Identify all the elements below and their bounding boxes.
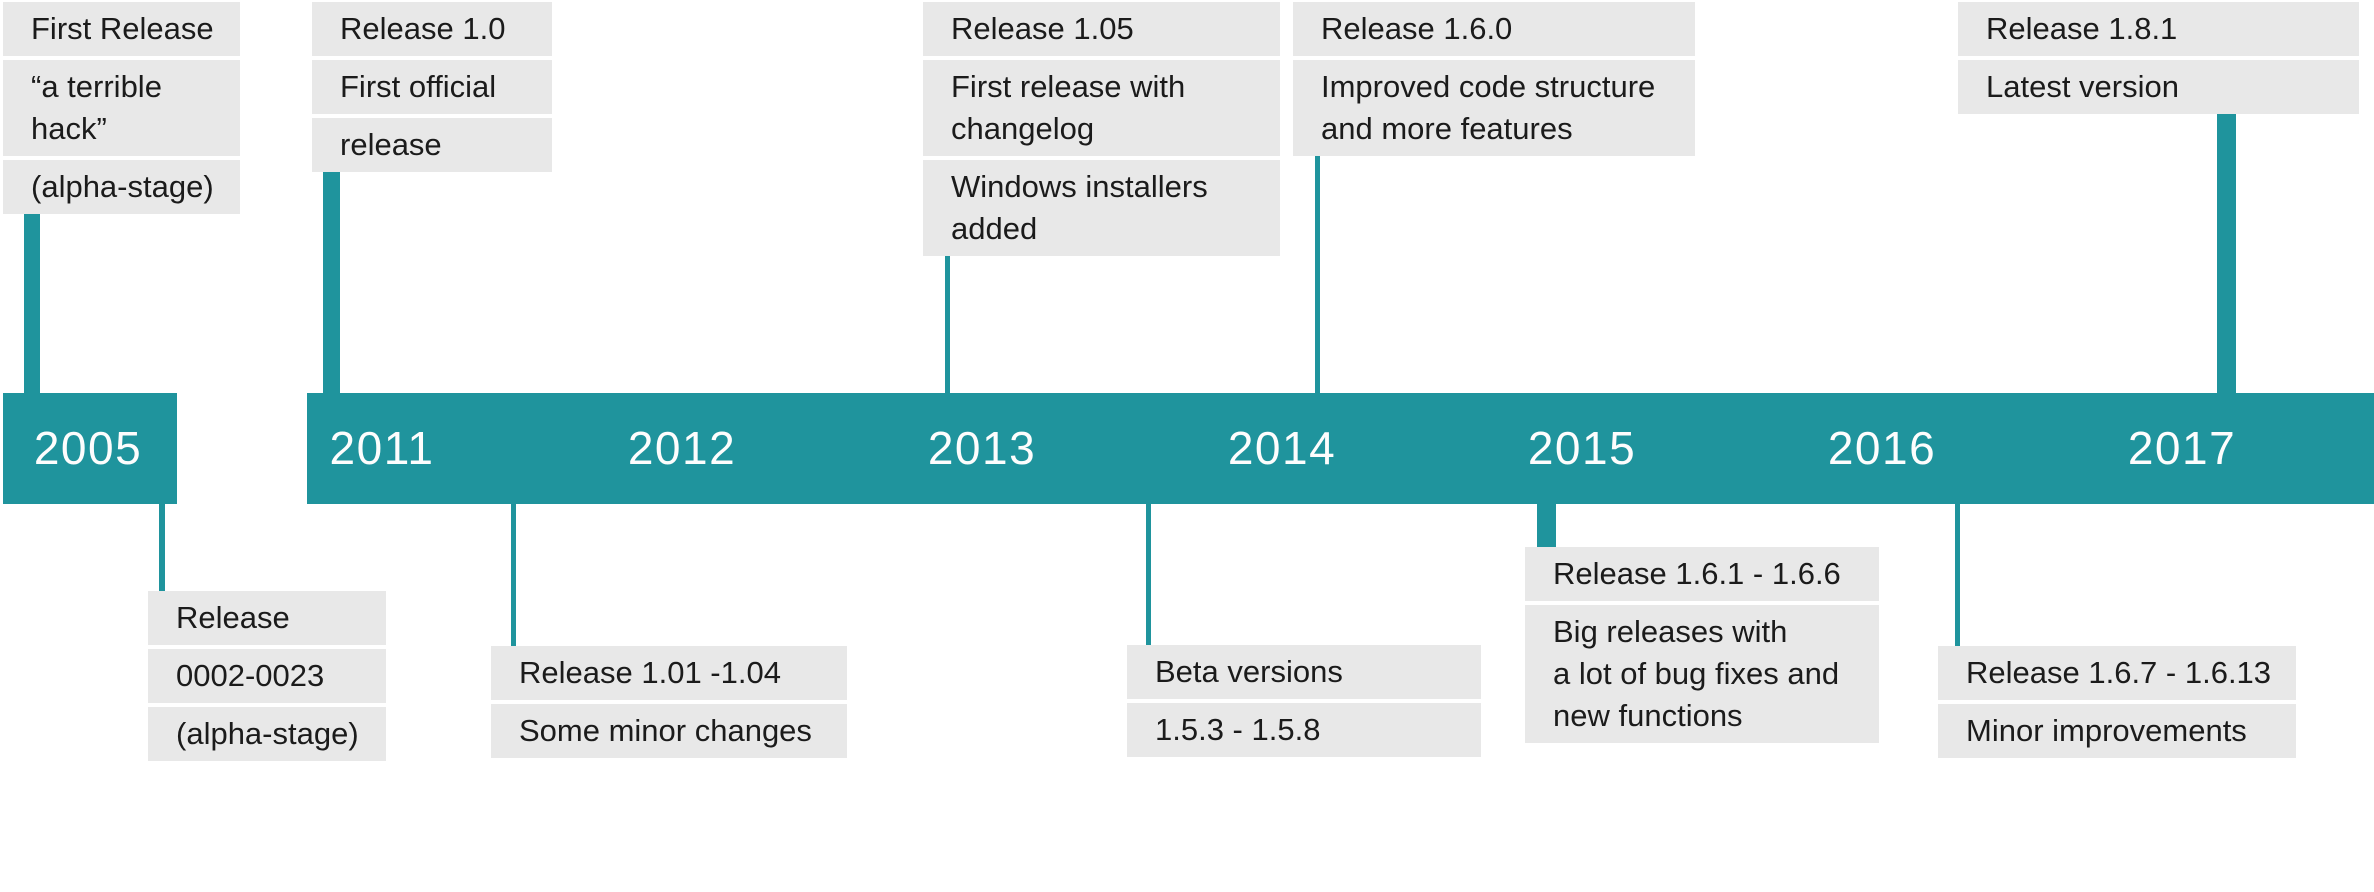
- callout-row: Release 1.6.0: [1293, 2, 1695, 56]
- callout-text: a lot of bug fixes and: [1553, 656, 1840, 691]
- callout-text: Release 1.6.1 - 1.6.6: [1553, 556, 1841, 591]
- callout-row: (alpha-stage): [148, 707, 386, 761]
- callout-text: new functions: [1553, 698, 1743, 733]
- callout-text: Big releases with: [1553, 614, 1788, 649]
- callout-text: Latest version: [1986, 69, 2179, 104]
- callout-above-2013: Release 1.05 First release with changelo…: [923, 2, 1280, 260]
- callout-row: Release 1.01 -1.04: [491, 646, 847, 700]
- callout-text: Release 1.05: [951, 11, 1134, 46]
- callout-above-2011: Release 1.0 First official release: [312, 2, 552, 176]
- year-label-2011: 2011: [329, 422, 435, 474]
- callout-text: changelog: [951, 111, 1095, 146]
- callout-text: Release 1.01 -1.04: [519, 655, 781, 690]
- callout-row: 0002-0023: [148, 649, 386, 703]
- connector-above-2017: [2217, 108, 2236, 393]
- connector-below-2011: [511, 504, 516, 656]
- callout-row: Release 1.0: [312, 2, 552, 56]
- callout-text: First release with: [951, 69, 1186, 104]
- year-label-2015: 2015: [1527, 422, 1637, 474]
- callout-row: Windows installers added: [923, 160, 1280, 256]
- callout-text: 0002-0023: [176, 658, 325, 693]
- callout-text: 1.5.3 - 1.5.8: [1155, 712, 1321, 747]
- callout-row: Release: [148, 591, 386, 645]
- callout-row: Release 1.6.7 - 1.6.13: [1938, 646, 2296, 700]
- year-label-2005: 2005: [33, 422, 143, 474]
- callout-row: Big releases with a lot of bug fixes and…: [1525, 605, 1879, 743]
- callout-above-2014: Release 1.6.0 Improved code structure an…: [1293, 2, 1695, 160]
- year-label-2014: 2014: [1227, 422, 1337, 474]
- callout-row: First Release: [3, 2, 240, 56]
- year-label-2017: 2017: [2127, 422, 2237, 474]
- callout-row: Release 1.05: [923, 2, 1280, 56]
- callout-below-2011: Release 1.01 -1.04 Some minor changes: [491, 646, 847, 762]
- callout-row: “a terrible hack”: [3, 60, 240, 156]
- connector-below-2013: [1146, 504, 1151, 655]
- callout-text: Beta versions: [1155, 654, 1343, 689]
- callout-text: hack”: [31, 111, 107, 146]
- callout-row: Release 1.6.1 - 1.6.6: [1525, 547, 1879, 601]
- timeline-bar-segment-main: 2011 2012 2013 2014 2015 2016 2017: [307, 393, 2374, 504]
- year-label-2012: 2012: [627, 422, 737, 474]
- callout-text: Release 1.0: [340, 11, 506, 46]
- callout-text: First official: [340, 69, 497, 104]
- callout-text: (alpha-stage): [176, 716, 359, 751]
- callout-text: Release 1.8.1: [1986, 11, 2178, 46]
- connector-below-2016: [1955, 504, 1960, 656]
- callout-text: Windows installers: [951, 169, 1208, 204]
- callout-row: Some minor changes: [491, 704, 847, 758]
- connector-above-2013: [945, 240, 950, 393]
- year-label-2016: 2016: [1827, 422, 1937, 474]
- callout-text: and more features: [1321, 111, 1573, 146]
- year-label-2013: 2013: [927, 422, 1037, 474]
- callout-row: First official: [312, 60, 552, 114]
- connector-above-2014: [1315, 152, 1320, 393]
- callout-above-2017: Release 1.8.1 Latest version: [1958, 2, 2359, 118]
- callout-row: release: [312, 118, 552, 172]
- callout-text: Minor improvements: [1966, 713, 2247, 748]
- callout-text: added: [951, 211, 1038, 246]
- connector-below-2015: [1537, 504, 1556, 557]
- callout-row: First release with changelog: [923, 60, 1280, 156]
- callout-text: Release: [176, 600, 290, 635]
- callout-text: “a terrible: [31, 69, 162, 104]
- connector-above-2011: [323, 166, 340, 393]
- callout-below-2015: Release 1.6.1 - 1.6.6 Big releases with …: [1525, 547, 1879, 747]
- callout-above-2005: First Release “a terrible hack” (alpha-s…: [3, 2, 240, 218]
- connector-above-2005: [24, 190, 40, 393]
- callout-row: 1.5.3 - 1.5.8: [1127, 703, 1481, 757]
- callout-text: Release 1.6.7 - 1.6.13: [1966, 655, 2272, 690]
- callout-text: Some minor changes: [519, 713, 812, 748]
- timeline-bar-segment-2005: 2005: [3, 393, 177, 504]
- callout-row: Beta versions: [1127, 645, 1481, 699]
- callout-row: Improved code structure and more feature…: [1293, 60, 1695, 156]
- callout-row: Release 1.8.1: [1958, 2, 2359, 56]
- callout-row: (alpha-stage): [3, 160, 240, 214]
- callout-row: Minor improvements: [1938, 704, 2296, 758]
- callout-text: First Release: [31, 11, 214, 46]
- callout-text: Release 1.6.0: [1321, 11, 1513, 46]
- connector-below-2005: [159, 504, 165, 601]
- callout-text: Improved code structure: [1321, 69, 1656, 104]
- callout-row: Latest version: [1958, 60, 2359, 114]
- callout-below-2005: Release 0002-0023 (alpha-stage): [148, 591, 386, 765]
- callout-text: (alpha-stage): [31, 169, 214, 204]
- callout-text: release: [340, 127, 442, 162]
- callout-below-2013: Beta versions 1.5.3 - 1.5.8: [1127, 645, 1481, 761]
- callout-below-2016: Release 1.6.7 - 1.6.13 Minor improvement…: [1938, 646, 2296, 762]
